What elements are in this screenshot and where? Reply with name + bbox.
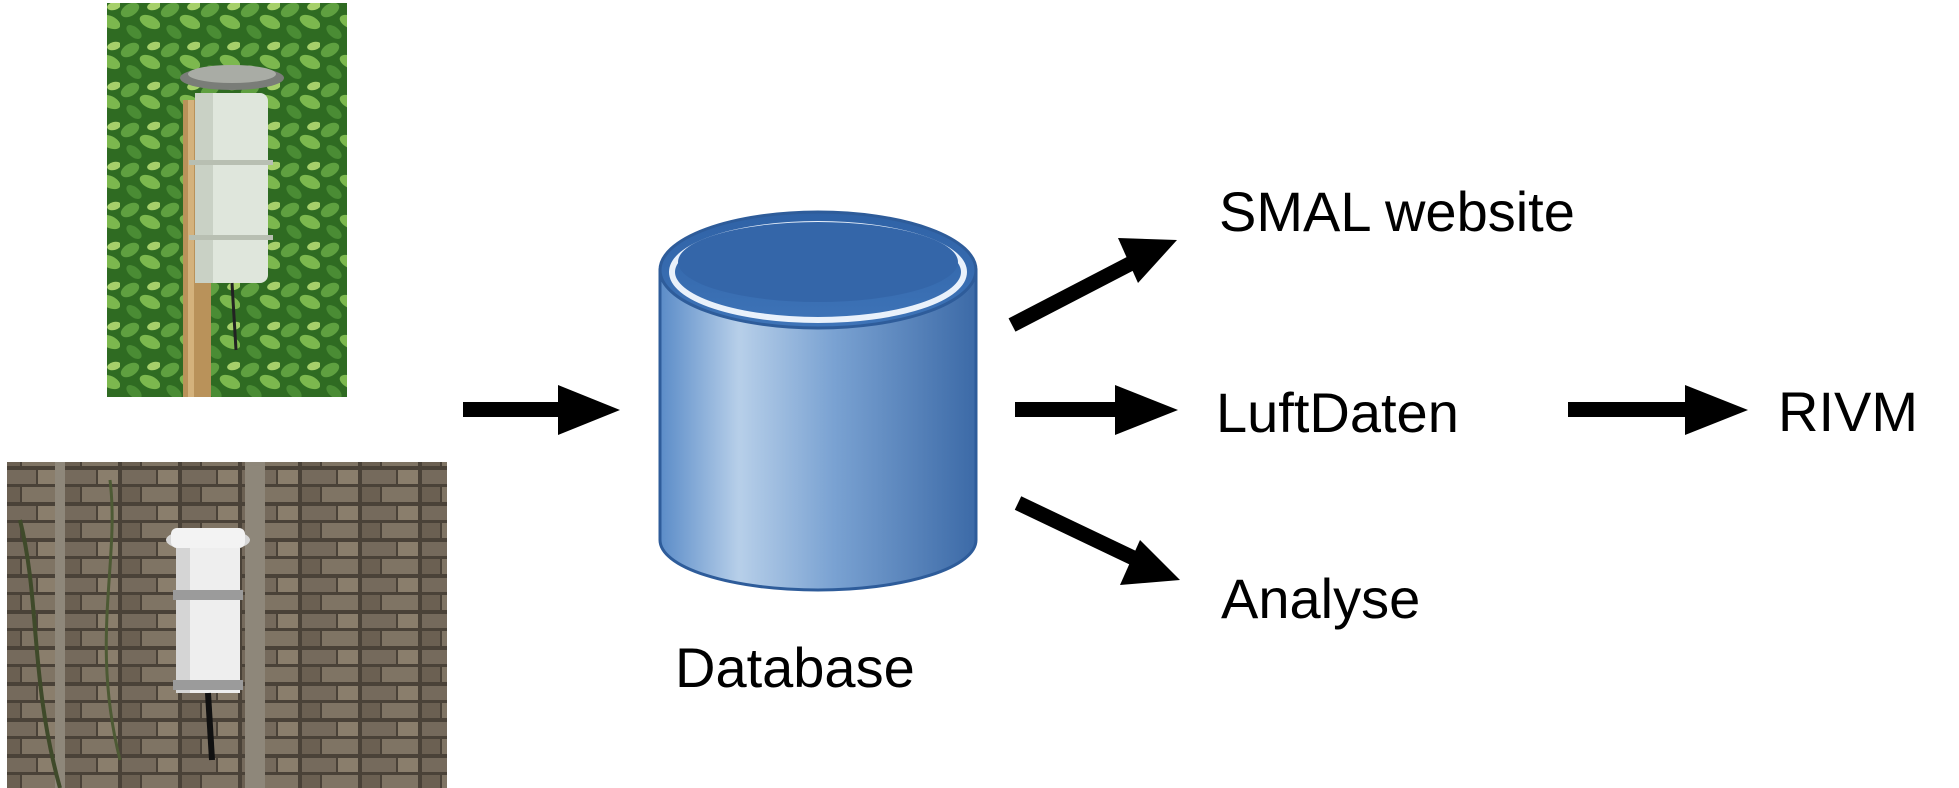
database-label: Database (675, 636, 915, 699)
database-cylinder-icon (648, 210, 988, 592)
arrow-database-to-analyse (1014, 496, 1180, 585)
arrow-luftdaten-to-rivm (1568, 385, 1748, 435)
arrow-database-to-smal-website (1008, 238, 1177, 332)
arrow-database-to-luftdaten (1015, 385, 1178, 435)
analyse-label: Analyse (1221, 567, 1421, 630)
rivm-label: RIVM (1778, 380, 1918, 443)
smal-website-label: SMAL website (1219, 180, 1575, 243)
sensor-photo-top (107, 3, 347, 397)
arrow-photos-to-database (463, 385, 620, 435)
luftdaten-label: LuftDaten (1216, 381, 1459, 444)
sensor-photo-bottom (7, 462, 447, 788)
